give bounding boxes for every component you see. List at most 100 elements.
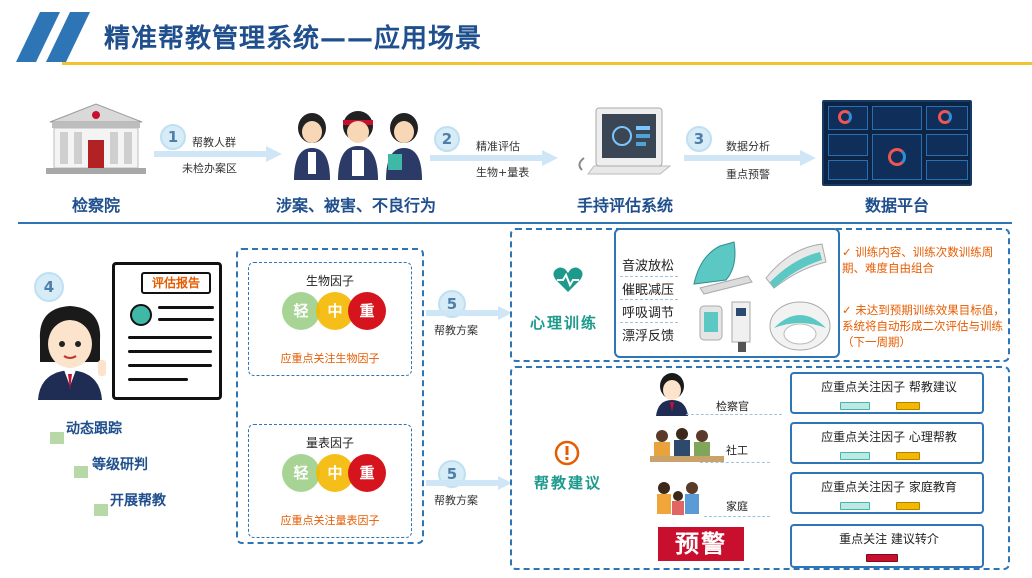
court-building-icon	[46, 103, 146, 174]
social-worker-group-icon	[650, 428, 724, 462]
step-2-line2: 生物+量表	[476, 166, 530, 179]
step-3-line1: 数据分析	[726, 140, 770, 153]
flow-caption-handheld-system: 手持评估系统	[576, 196, 673, 215]
bio-factor-title: 生物因子	[305, 274, 354, 288]
advice-bar-teal	[840, 502, 870, 510]
advice-box-text: 重点关注 建议转介	[839, 532, 939, 546]
advice-bar-yellow	[896, 402, 920, 410]
training-item-floating: 漂浮反馈	[622, 329, 675, 344]
title-divider	[62, 62, 1032, 65]
flow-arrow-3	[684, 150, 816, 166]
training-list-box	[614, 228, 840, 358]
step-1-badge: 1	[160, 124, 186, 150]
bio-level-medium: 中	[316, 292, 354, 330]
assessment-report-label: 评估报告	[141, 272, 211, 294]
advice-bar-yellow	[896, 452, 920, 460]
bio-factor-note: 应重点关注生物因子	[280, 352, 380, 365]
training-bed-icon	[765, 243, 827, 289]
step-1-line1: 帮教人群	[192, 136, 236, 149]
step-2-badge: 2	[434, 126, 460, 152]
plan-arrow-lower	[426, 476, 512, 490]
flow-caption-involved-youth: 涉案、被害、不良行为	[275, 196, 436, 215]
left-item-dynamic-tracking: 动态跟踪	[66, 421, 122, 437]
flow-arrow-2	[430, 150, 558, 166]
role-label-social-worker: 社工	[726, 444, 748, 457]
advice-box-text: 应重点关注因子 家庭教育	[821, 480, 957, 494]
prosecutor-small-icon	[656, 373, 688, 416]
scale-level-heavy: 重	[348, 454, 386, 492]
role-label-prosecutor: 检察官	[716, 400, 749, 413]
floating-capsule-icon	[769, 301, 831, 351]
advice-bar-yellow	[896, 502, 920, 510]
family-icon	[657, 482, 699, 515]
role-separator	[686, 414, 782, 415]
training-title: 心理训练	[530, 314, 599, 332]
scale-level-light: 轻	[282, 454, 320, 492]
scale-factor-title: 量表因子	[305, 436, 354, 450]
advice-box-text: 应重点关注因子 帮教建议	[821, 380, 957, 394]
advice-bar-teal	[840, 402, 870, 410]
heartbeat-icon	[553, 267, 583, 292]
training-item-breathing: 呼吸调节	[622, 306, 675, 321]
advice-box-referral: 重点关注 建议转介	[790, 524, 984, 568]
scale-factor-note: 应重点关注量表因子	[280, 514, 380, 527]
report-line	[128, 336, 212, 339]
plan-label-upper: 帮教方案	[434, 324, 478, 337]
advice-bar-teal	[840, 452, 870, 460]
step-3-line2: 重点预警	[726, 168, 770, 181]
factor-column-frame	[236, 248, 424, 544]
bio-factor-card	[248, 262, 412, 376]
report-dot-icon	[130, 304, 152, 326]
step-2-line1: 精准评估	[476, 140, 520, 153]
scale-factor-card	[248, 424, 412, 538]
bullet-square	[74, 466, 88, 478]
role-separator	[704, 516, 770, 517]
advice-box-text: 应重点关注因子 心理帮教	[821, 430, 957, 444]
training-chair-icon	[693, 241, 753, 295]
training-separator	[620, 276, 678, 277]
students-icon	[294, 111, 422, 180]
bullet-square	[94, 504, 108, 516]
training-note-second-cycle: ✓ 未达到预期训练效果目标值，系统将自动形成二次评估与训练（下一周期）	[842, 303, 1005, 349]
step-4-badge: 4	[34, 272, 64, 302]
advice-box-prosecutor: 应重点关注因子 帮教建议	[790, 372, 984, 414]
scale-level-medium: 中	[316, 454, 354, 492]
flow-arrow-1	[154, 146, 282, 162]
training-note-combination: ✓ 训练内容、训练次数训练周期、难度自由组合	[842, 245, 994, 275]
training-item-sound: 音波放松	[622, 259, 675, 274]
exclamation-icon	[554, 440, 580, 466]
step-1-line2: 未检办案区	[182, 162, 237, 175]
left-item-conduct-assistance: 开展帮教	[110, 493, 166, 509]
training-separator	[620, 299, 678, 300]
step-3-badge: 3	[686, 126, 712, 152]
training-item-hypnosis: 催眠减压	[622, 283, 675, 298]
report-line	[158, 318, 214, 321]
section-divider	[18, 222, 1012, 224]
training-separator	[620, 322, 678, 323]
advice-panel	[510, 366, 1010, 570]
report-line	[158, 306, 214, 309]
report-line	[128, 350, 212, 353]
bullet-square	[50, 432, 64, 444]
report-line	[128, 364, 212, 367]
report-line	[128, 378, 188, 381]
logo-stripes-icon	[16, 12, 90, 62]
advice-box-family: 应重点关注因子 家庭教育	[790, 472, 984, 514]
prosecutor-avatar-icon	[38, 306, 106, 400]
plan-arrow-upper	[426, 306, 512, 320]
role-label-family: 家庭	[726, 500, 748, 513]
warning-stamp: 预警	[658, 527, 744, 561]
advice-box-social-worker: 应重点关注因子 心理帮教	[790, 422, 984, 464]
flow-caption-data-platform: 数据平台	[864, 196, 929, 215]
role-separator	[700, 462, 770, 463]
left-item-level-assessment: 等级研判	[92, 457, 148, 473]
dashboard-screen-icon	[822, 100, 972, 186]
page-title: 精准帮教管理系统——应用场景	[104, 24, 483, 54]
flow-caption-procuratorate: 检察院	[71, 196, 120, 215]
tablet-device-icon	[578, 107, 672, 175]
advice-bar-red	[866, 554, 898, 562]
bio-level-heavy: 重	[348, 292, 386, 330]
bio-level-light: 轻	[282, 292, 320, 330]
training-device-icon	[699, 301, 751, 352]
advice-title: 帮教建议	[534, 474, 603, 492]
